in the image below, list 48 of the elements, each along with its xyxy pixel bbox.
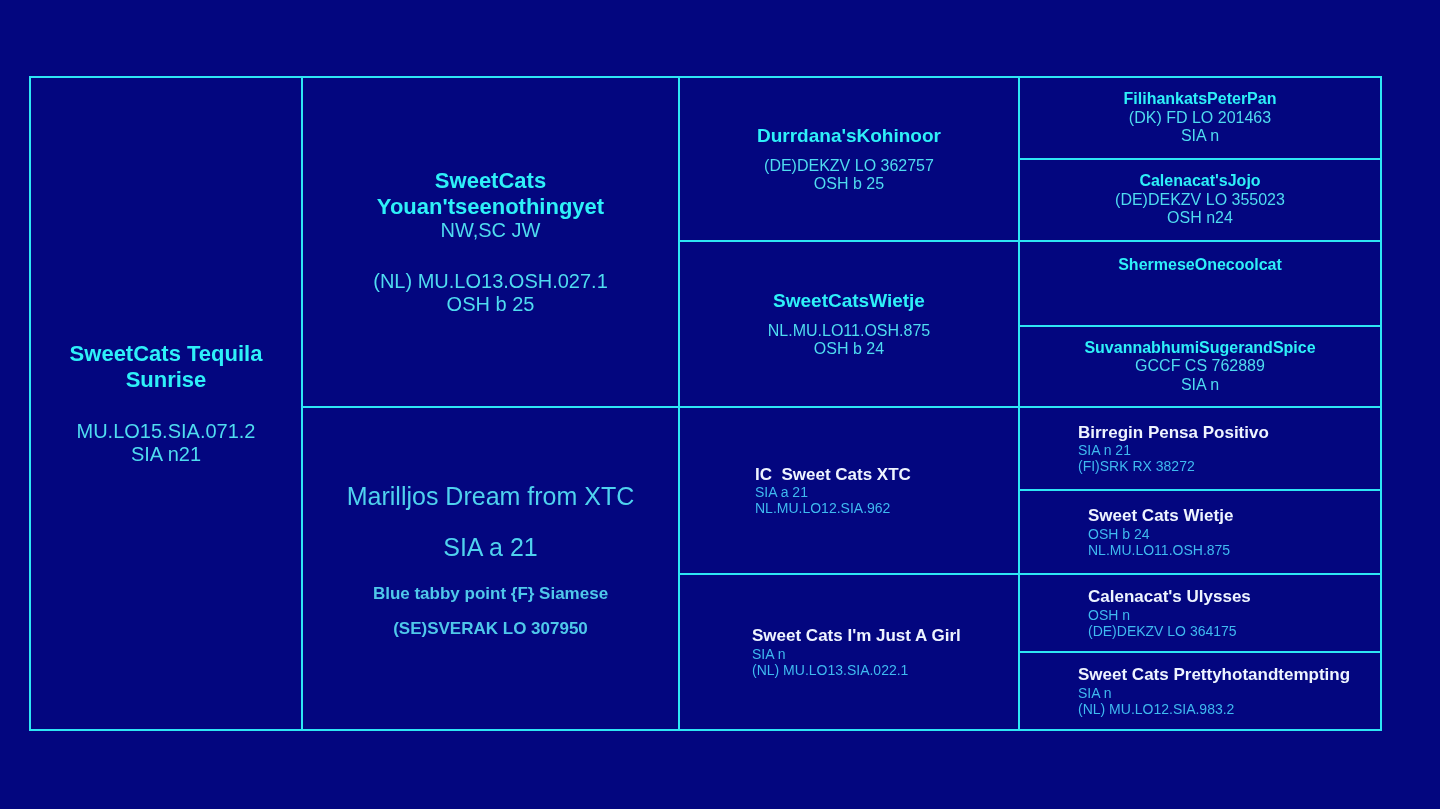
pedigree-detail: (NL) MU.LO12.SIA.983.2 bbox=[1078, 700, 1235, 717]
pedigree-detail: NL.MU.LO12.SIA.962 bbox=[755, 500, 891, 517]
pedigree-detail: SIA n bbox=[1078, 684, 1112, 701]
pedigree-detail: OSH b 25 bbox=[813, 174, 885, 194]
pedigree-detail: NL.MU.LO11.OSH.875 bbox=[767, 321, 931, 340]
cat-name: SweetCatsWietje bbox=[773, 289, 925, 312]
pedigree-box bbox=[1018, 76, 1382, 160]
pedigree-detail: (NL) MU.LO13.SIA.022.1 bbox=[752, 661, 909, 678]
pedigree-detail: SIA n21 bbox=[130, 442, 202, 466]
cat-name: Durrdana'sKohinoor bbox=[757, 124, 941, 147]
pedigree-detail: OSH n bbox=[1088, 606, 1130, 623]
pedigree-detail: (DE)DEKZV LO 355023 bbox=[1115, 190, 1285, 210]
pedigree-box bbox=[1018, 651, 1382, 731]
pedigree-detail: (FI)SRK RX 38272 bbox=[1078, 458, 1195, 475]
pedigree-detail: NL.MU.LO11.OSH.875 bbox=[1088, 541, 1231, 558]
pedigree-detail: SIA a 21 bbox=[443, 532, 538, 562]
pedigree-detail: OSH b 25 bbox=[446, 292, 535, 316]
pedigree-detail: OSH b 24 bbox=[813, 339, 885, 359]
pedigree-detail: SIA a 21 bbox=[755, 484, 808, 501]
pedigree-box bbox=[29, 76, 303, 731]
cat-name: Sweet Cats I'm Just A Girl bbox=[752, 626, 961, 646]
cat-name: SuvannabhumiSugerandSpice bbox=[1084, 338, 1316, 358]
cat-name: Sweet Cats Prettyhotandtempting bbox=[1078, 665, 1351, 685]
pedigree-detail: SIA n bbox=[1180, 127, 1220, 146]
pedigree-detail: Blue tabby point {F} Siamese bbox=[372, 583, 609, 604]
cat-name: SweetCats Youan'tseenothingyet bbox=[375, 168, 606, 219]
cat-name: ShermeseOnecoolcat bbox=[1118, 255, 1282, 275]
pedigree-detail: (DE)DEKZV LO 362757 bbox=[764, 156, 934, 175]
pedigree-detail: NW,SC JW bbox=[440, 218, 541, 242]
pedigree-detail: OSH b 24 bbox=[1088, 525, 1150, 542]
pedigree-detail: SIA n bbox=[752, 645, 786, 662]
cat-name: FilihankatsPeterPan bbox=[1123, 90, 1277, 109]
pedigree-detail: (DK) FD LO 201463 bbox=[1128, 108, 1272, 128]
cat-name: Calenacat'sJojo bbox=[1139, 172, 1261, 191]
cat-name: Birregin Pensa Positivo bbox=[1078, 422, 1269, 443]
pedigree-detail: (SE)SVERAK LO 307950 bbox=[393, 619, 588, 639]
pedigree-detail: SIA n bbox=[1180, 375, 1220, 395]
cat-name: Calenacat's Ulysses bbox=[1088, 587, 1251, 607]
pedigree-detail: MU.LO15.SIA.071.2 bbox=[76, 419, 256, 443]
cat-name: SweetCats Tequila Sunrise bbox=[68, 341, 264, 392]
cat-name: IC Sweet Cats XTC bbox=[755, 464, 911, 485]
pedigree-detail: OSH n24 bbox=[1167, 209, 1233, 228]
pedigree-detail: SIA n 21 bbox=[1078, 442, 1131, 459]
pedigree-detail: (DE)DEKZV LO 364175 bbox=[1088, 622, 1237, 639]
pedigree-detail: GCCF CS 762889 bbox=[1135, 357, 1265, 376]
cat-name: Sweet Cats Wietje bbox=[1088, 506, 1234, 526]
pedigree-detail: (NL) MU.LO13.OSH.027.1 bbox=[373, 269, 608, 293]
cat-name: Marilljos Dream from XTC bbox=[346, 482, 635, 511]
